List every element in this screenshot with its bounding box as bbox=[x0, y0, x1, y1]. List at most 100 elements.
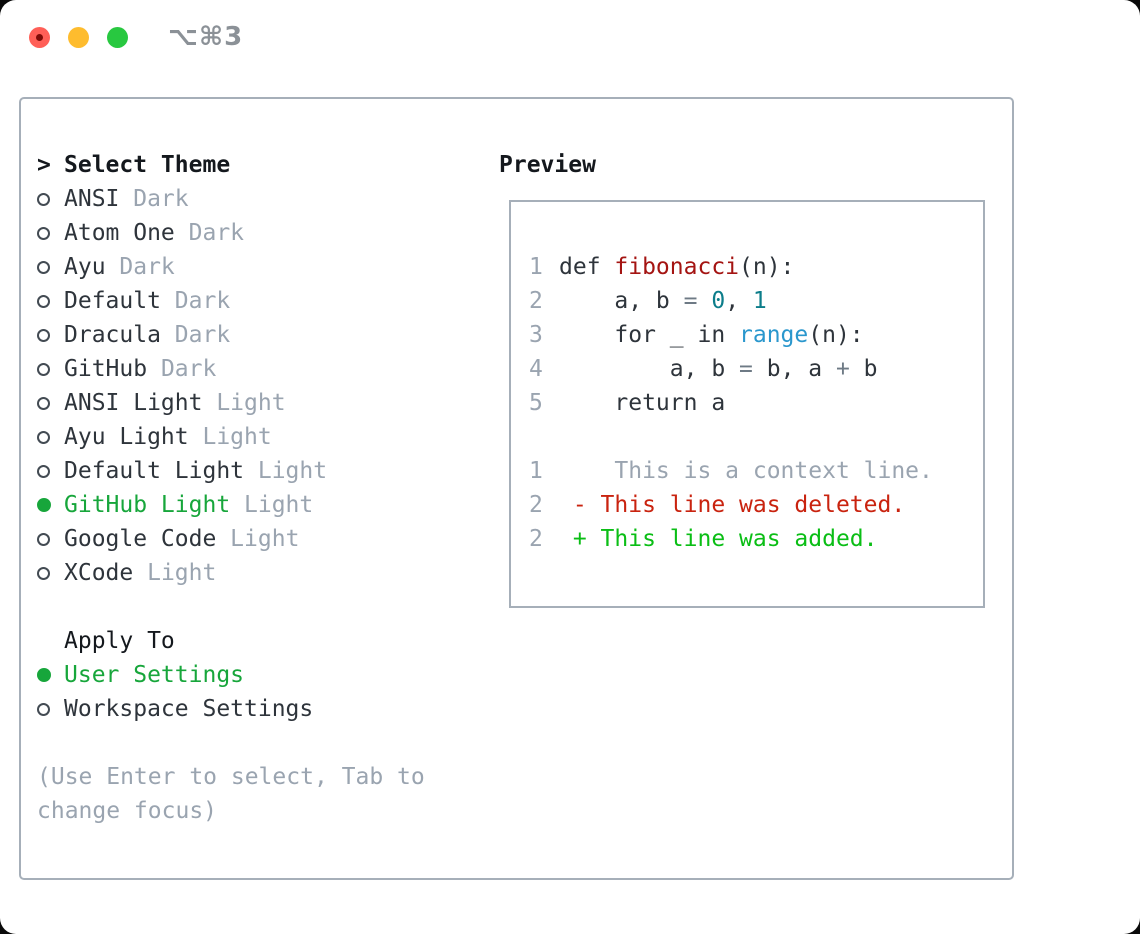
line-number: 1 bbox=[529, 254, 543, 280]
radio-icon bbox=[37, 532, 50, 546]
code-segment: + bbox=[835, 356, 864, 382]
option-label: GitHub Light bbox=[64, 492, 231, 518]
apply-option-user-settings[interactable]: User Settings bbox=[37, 658, 487, 692]
code-segment: (n): bbox=[739, 254, 795, 280]
code-segment: b, a bbox=[766, 356, 836, 382]
marker-cell bbox=[37, 216, 64, 250]
option-tag: Light bbox=[230, 492, 314, 518]
code-segment: + This line was added. bbox=[559, 526, 878, 552]
option-label: GitHub bbox=[64, 356, 148, 382]
theme-option-xcode[interactable]: XCode Light bbox=[37, 556, 487, 590]
theme-option-ayu-light[interactable]: Ayu Light Light bbox=[37, 420, 487, 454]
code-line: 2 + This line was added. bbox=[529, 522, 983, 556]
marker-cell bbox=[37, 488, 64, 522]
line-number: 2 bbox=[529, 492, 543, 518]
option-tag: Dark bbox=[147, 356, 217, 382]
code-segment: a, b bbox=[559, 356, 740, 382]
option-label: XCode bbox=[64, 560, 134, 586]
hint-line: change focus) bbox=[37, 798, 218, 824]
option-tag: Light bbox=[216, 526, 300, 552]
apply-option-workspace-settings[interactable]: Workspace Settings bbox=[37, 692, 487, 726]
theme-option-github-light[interactable]: GitHub Light Light bbox=[37, 488, 487, 522]
theme-option-ansi[interactable]: ANSI Dark bbox=[37, 182, 487, 216]
option-tag: Dark bbox=[119, 186, 189, 212]
marker-cell bbox=[37, 522, 64, 556]
theme-option-ayu[interactable]: Ayu Dark bbox=[37, 250, 487, 284]
unsaved-dot-icon bbox=[36, 34, 43, 41]
radio-icon bbox=[37, 226, 50, 240]
code-segment: for _ in bbox=[559, 322, 740, 348]
code-line: 3 for _ in range(n): bbox=[529, 318, 983, 352]
code-line: 2 a, b = 0, 1 bbox=[529, 284, 983, 318]
apply-to-header: Apply To bbox=[64, 628, 175, 654]
code-line bbox=[529, 420, 983, 454]
spacer bbox=[37, 590, 487, 624]
prompt-marker-cell: > bbox=[37, 148, 64, 182]
option-label: User Settings bbox=[64, 662, 245, 688]
title-bar: ⌥⌘3 bbox=[0, 0, 1140, 70]
code-segment: This is a context line. bbox=[559, 458, 933, 484]
theme-option-ansi-light[interactable]: ANSI Light Light bbox=[37, 386, 487, 420]
option-tag: Dark bbox=[160, 322, 231, 348]
code-segment: fibonacci bbox=[614, 254, 740, 280]
theme-option-default-light[interactable]: Default Light Light bbox=[37, 454, 487, 488]
code-line: 5 return a bbox=[529, 386, 983, 420]
code-segment: = bbox=[739, 356, 767, 382]
option-tag: Light bbox=[244, 458, 328, 484]
option-label: Default bbox=[64, 288, 161, 314]
minimize-button[interactable] bbox=[68, 27, 89, 48]
theme-option-github[interactable]: GitHub Dark bbox=[37, 352, 487, 386]
radio-icon bbox=[37, 702, 50, 716]
theme-option-dracula[interactable]: Dracula Dark bbox=[37, 318, 487, 352]
code-segment: 0 bbox=[711, 288, 726, 314]
line-number: 2 bbox=[529, 288, 543, 314]
marker-cell bbox=[37, 182, 64, 216]
code-segment: def bbox=[559, 254, 615, 280]
marker-cell bbox=[37, 658, 64, 692]
code-segment: (n): bbox=[808, 322, 864, 348]
option-label: Ayu bbox=[64, 254, 106, 280]
option-label: Dracula bbox=[64, 322, 161, 348]
option-tag: Dark bbox=[105, 254, 175, 280]
apply-to-header-row: Apply To bbox=[37, 624, 487, 658]
option-tag: Light bbox=[133, 560, 217, 586]
preview-header: Preview bbox=[499, 152, 596, 178]
code-segment: range bbox=[739, 322, 809, 348]
code-line: 1 def fibonacci(n): bbox=[529, 250, 983, 284]
option-label: ANSI bbox=[64, 186, 120, 212]
option-tag: Dark bbox=[160, 288, 231, 314]
theme-option-default[interactable]: Default Dark bbox=[37, 284, 487, 318]
radio-icon bbox=[37, 192, 50, 206]
preview-header-row: Preview bbox=[499, 148, 999, 182]
code-segment: = bbox=[683, 288, 712, 314]
code-line: 4 a, b = b, a + b bbox=[529, 352, 983, 386]
prompt-icon: > bbox=[37, 152, 51, 178]
radio-icon bbox=[37, 566, 50, 580]
option-label: Google Code bbox=[64, 526, 217, 552]
radio-icon bbox=[37, 464, 50, 478]
spacer bbox=[37, 726, 487, 760]
traffic-lights bbox=[29, 27, 128, 48]
code-segment: b bbox=[863, 356, 878, 382]
theme-option-atom-one[interactable]: Atom One Dark bbox=[37, 216, 487, 250]
window-title: ⌥⌘3 bbox=[168, 22, 244, 52]
line-number: 1 bbox=[529, 458, 543, 484]
marker-cell bbox=[37, 284, 64, 318]
marker-cell bbox=[37, 250, 64, 284]
code-line: 1 This is a context line. bbox=[529, 454, 983, 488]
radio-selected-icon bbox=[37, 668, 51, 682]
code-line: 2 - This line was deleted. bbox=[529, 488, 983, 522]
close-button[interactable] bbox=[29, 27, 50, 48]
marker-cell bbox=[37, 454, 64, 488]
zoom-button[interactable] bbox=[107, 27, 128, 48]
marker-cell bbox=[37, 692, 64, 726]
line-number: 5 bbox=[529, 390, 543, 416]
marker-cell bbox=[37, 352, 64, 386]
theme-option-google-code[interactable]: Google Code Light bbox=[37, 522, 487, 556]
